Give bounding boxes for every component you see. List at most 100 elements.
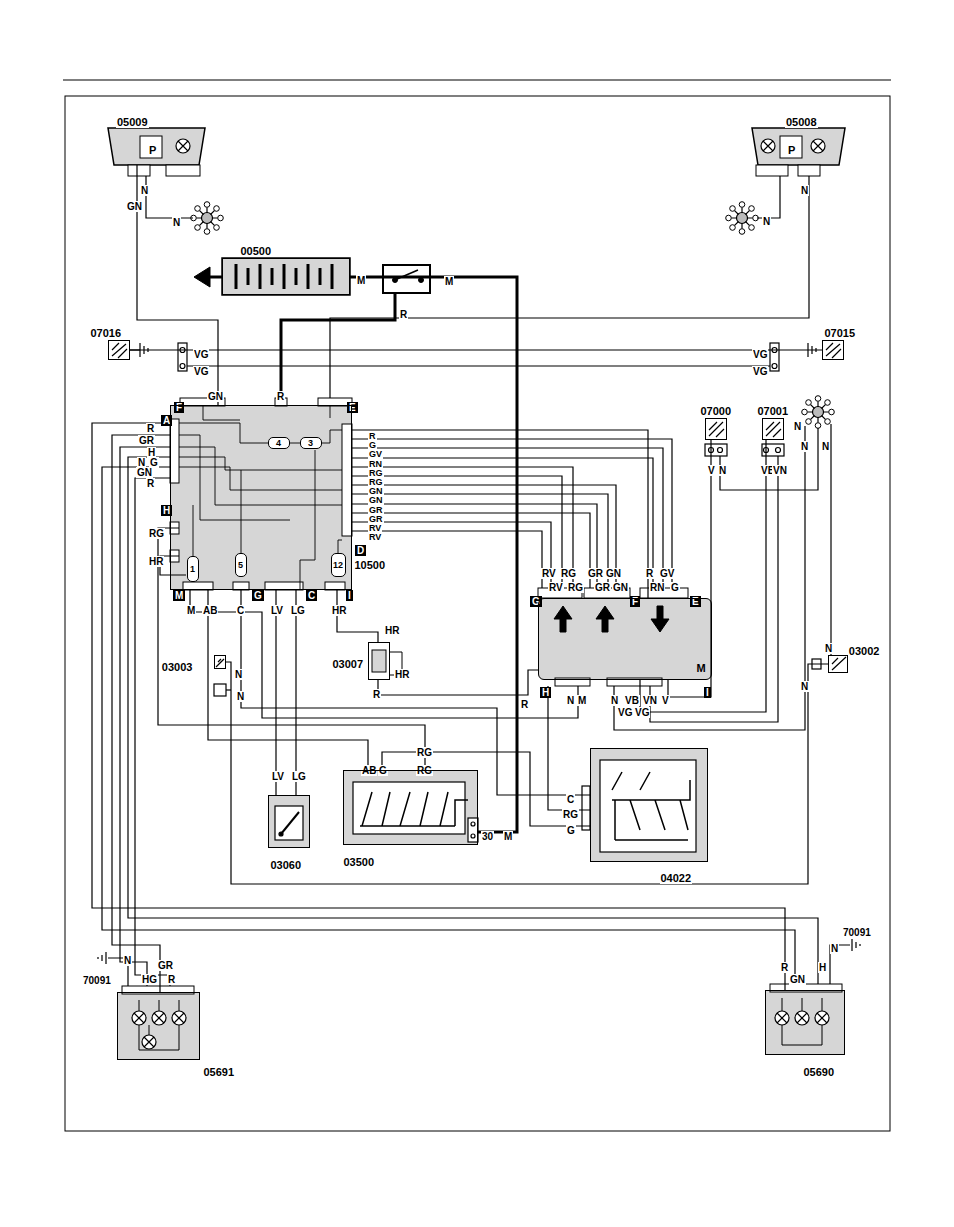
- wire-code-holder: RN: [649, 577, 665, 595]
- wire-code-holder: VG: [617, 702, 633, 720]
- wire-code-holder: 30: [481, 826, 494, 844]
- component-box: 07016: [108, 340, 130, 360]
- wire-code-holder: GN: [612, 577, 629, 595]
- wire-connector: [337, 590, 378, 642]
- component-box: 07000: [705, 418, 727, 440]
- wire-line: [158, 528, 425, 770]
- part-number: 03500: [343, 856, 376, 868]
- ground-terminal: [776, 448, 781, 453]
- fuse-number: 3: [308, 438, 313, 448]
- wire-code-holder: RG: [416, 742, 433, 760]
- wire-code-holder: AB: [202, 600, 218, 618]
- wire-code: GN: [612, 582, 629, 593]
- rear-lamp-cluster: [128, 165, 150, 176]
- wire-line: [378, 670, 538, 695]
- wire-code-holder: VG: [193, 344, 209, 362]
- wire: [102, 176, 850, 986]
- part-number-holder: 10500: [354, 555, 387, 573]
- connector-letter-holder: E: [347, 397, 358, 415]
- component-box: 05008P: [752, 128, 845, 165]
- wire-code-holder: M: [503, 826, 513, 844]
- wire-code: R: [167, 974, 176, 985]
- connector-letter-holder: F: [630, 591, 640, 609]
- tail-lamp-unit: [815, 1011, 829, 1025]
- wire-connector: [226, 662, 828, 884]
- wire-connector: [137, 165, 218, 405]
- wire-code-holder: R: [276, 386, 285, 404]
- connector-letter: D: [355, 545, 366, 556]
- tail-lamp-unit: [139, 1000, 179, 1050]
- wire-code-holder: RG: [567, 577, 584, 595]
- wire-line: [137, 165, 218, 405]
- wire-code-holder: M: [577, 690, 587, 708]
- ground-terminal: [216, 659, 224, 667]
- part-number: 03003: [161, 661, 194, 673]
- control-unit-body: [651, 606, 669, 632]
- wire-code-holder: GV: [659, 563, 675, 581]
- ground-terminal: [718, 448, 723, 453]
- wire-code-holder: R: [146, 418, 155, 436]
- wire-code: N: [718, 465, 727, 476]
- wire-code: N: [793, 421, 802, 432]
- part-number-holder: 07015: [824, 323, 857, 341]
- wire-code-holder: VN: [642, 690, 658, 708]
- wire-code-holder: VB: [624, 690, 640, 708]
- part-number-holder: 07000: [700, 401, 733, 419]
- wire-code-holder: C: [566, 789, 575, 807]
- wire-connector: [208, 590, 368, 770]
- ground-terminal: [762, 444, 784, 456]
- wire-code-holder: R: [520, 694, 529, 712]
- component-box: 05690: [765, 990, 845, 1055]
- battery-symbol: [236, 264, 332, 289]
- wire-code-holder: R: [146, 473, 155, 491]
- wire-code: N: [762, 216, 771, 227]
- wire-code: HR: [148, 556, 164, 567]
- wire-code-holder: V: [707, 460, 716, 478]
- wire-code-holder: M: [186, 600, 196, 618]
- part-number-holder: 03007: [332, 654, 365, 672]
- rear-lamp-cluster: [166, 165, 200, 176]
- part-number: 03002: [848, 645, 881, 657]
- wire-code: RV: [368, 532, 382, 542]
- wire-code: H: [818, 962, 827, 973]
- component-box: 00500: [222, 258, 350, 295]
- fuse-number: 1: [190, 564, 195, 574]
- wire-code: R: [372, 689, 381, 700]
- wire-code: GN: [605, 568, 622, 579]
- wire-code-holder: 70091: [842, 922, 872, 940]
- fuse-box-fuse: 12: [331, 553, 346, 577]
- wire-code: RV: [541, 568, 557, 579]
- ground-terminal: [705, 444, 727, 456]
- wire-code: VG: [634, 707, 650, 718]
- wire-code: N: [821, 441, 830, 452]
- connector-letter-holder: E: [690, 591, 701, 609]
- control-unit-body: [538, 598, 712, 680]
- wire-code: 70091: [82, 975, 112, 986]
- wire-code: M: [444, 276, 454, 287]
- control-unit-body: [538, 588, 712, 686]
- wire-code: R: [146, 423, 155, 434]
- wire-code-holder: R: [645, 563, 654, 581]
- component-mark-holder: P: [148, 140, 157, 158]
- tail-lamp-unit: [142, 1035, 156, 1049]
- part-number-holder: 07016: [90, 323, 123, 341]
- wire-code: GR: [157, 960, 174, 971]
- wire-code-holder: N: [824, 638, 833, 656]
- fuse-box-body: [179, 406, 342, 590]
- part-number-holder: 03500: [343, 852, 376, 870]
- wire-code: GR: [594, 582, 611, 593]
- connector-letter: G: [530, 596, 542, 607]
- fuse-number: 5: [238, 560, 243, 570]
- component-box: 03003: [214, 655, 226, 669]
- part-number: 05008: [785, 116, 818, 128]
- switch-symbol: [275, 806, 303, 840]
- wire-code: N: [800, 681, 809, 692]
- wire-code: RV: [548, 582, 564, 593]
- part-number: 10500: [354, 559, 387, 571]
- wire-line: [208, 590, 368, 770]
- connector-letter-holder: D: [355, 540, 366, 558]
- wire-code: M: [503, 831, 513, 842]
- part-number-holder: 03060: [270, 855, 303, 873]
- wire-code-holder: N: [123, 950, 132, 968]
